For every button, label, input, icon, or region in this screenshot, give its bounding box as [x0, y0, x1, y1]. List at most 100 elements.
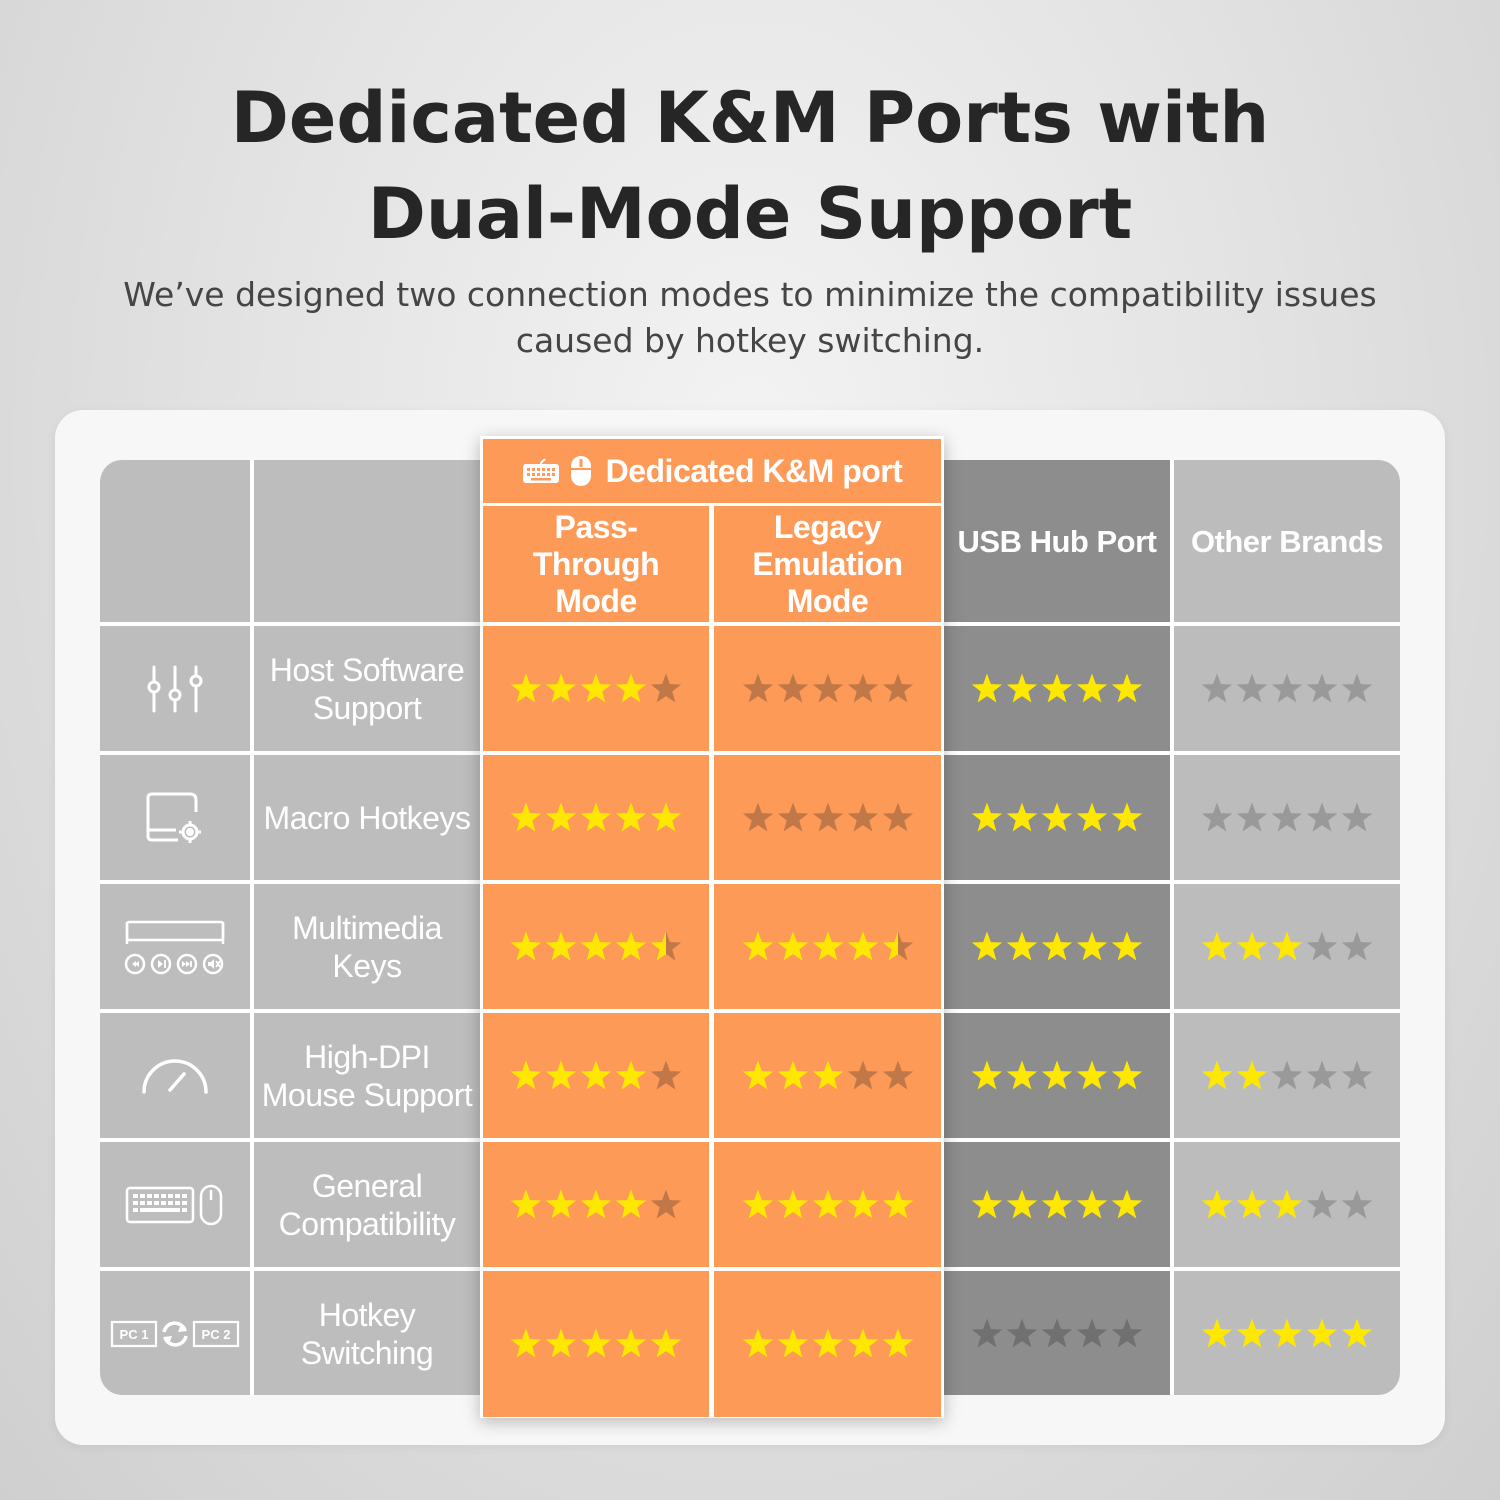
star-filled-icon: [650, 802, 682, 831]
star-filled-icon: [971, 802, 1003, 831]
rating-cell-legacy: [714, 755, 941, 880]
rating-cell-pass-through: [483, 1271, 709, 1417]
star-empty-icon: [882, 802, 913, 831]
column-header-legacy: Legacy Emulation Mode: [714, 506, 941, 622]
star-filled-icon: [812, 1060, 843, 1089]
star-filled-icon: [1076, 673, 1108, 702]
star-empty-icon: [1006, 1318, 1038, 1347]
rating-cell-pass-through: [483, 1142, 709, 1267]
star-empty-icon: [650, 1060, 682, 1089]
star-empty-icon: [1236, 673, 1268, 702]
star-filled-icon: [1271, 1318, 1303, 1347]
rating-stars-usb: [970, 801, 1144, 835]
star-filled-icon: [1006, 673, 1038, 702]
star-empty-icon: [812, 802, 843, 831]
star-filled-icon: [1076, 931, 1108, 960]
star-filled-icon: [1111, 931, 1143, 960]
star-filled-icon: [812, 1328, 843, 1358]
star-empty-icon: [1341, 802, 1373, 831]
star-filled-icon: [510, 1189, 542, 1218]
star-filled-icon: [510, 802, 542, 831]
rating-cell-other: [1174, 626, 1400, 751]
page-subtitle: We’ve designed two connection modes to m…: [0, 272, 1500, 364]
rating-cell-legacy: [714, 1271, 941, 1417]
rating-stars-usb: [970, 1317, 1144, 1351]
row-icon-cell: [100, 1142, 250, 1267]
star-filled-icon: [615, 673, 647, 702]
rating-cell-other: [1174, 1013, 1400, 1138]
row-icon-cell: [100, 626, 250, 751]
star-filled-icon: [580, 673, 612, 702]
mouse-icon: [570, 455, 592, 487]
star-filled-icon: [510, 931, 542, 960]
star-empty-icon: [777, 673, 808, 702]
star-filled-icon: [1236, 1318, 1268, 1347]
star-empty-icon: [650, 1189, 682, 1218]
star-filled-icon: [1041, 1189, 1073, 1218]
star-filled-icon: [580, 1189, 612, 1218]
rating-stars-usb: [970, 930, 1144, 964]
star-filled-icon: [1041, 1060, 1073, 1089]
rating-stars-legacy: [741, 1188, 915, 1222]
rating-stars-legacy: [741, 1327, 915, 1361]
column-header-usb: USB Hub Port: [944, 460, 1170, 622]
row-icon-cell: [100, 884, 250, 1009]
speedometer-icon: [140, 1056, 210, 1096]
star-filled-icon: [1111, 1189, 1143, 1218]
star-empty-icon: [1306, 673, 1338, 702]
star-filled-icon: [742, 1328, 773, 1358]
star-filled-icon: [1201, 1189, 1233, 1218]
star-filled-icon: [1201, 1318, 1233, 1347]
subtitle-line-2: caused by hotkey switching.: [515, 321, 985, 360]
star-filled-icon: [847, 1189, 878, 1218]
star-empty-icon: [1271, 1060, 1303, 1089]
star-empty-icon: [812, 673, 843, 702]
rating-stars-legacy: [741, 801, 915, 835]
star-filled-icon: [1271, 1189, 1303, 1218]
rating-stars-pass-through: [509, 1327, 683, 1361]
star-filled-icon: [545, 1328, 577, 1358]
header-blank-icon-cell: [100, 460, 250, 622]
star-empty-icon: [847, 1060, 878, 1089]
star-filled-icon: [971, 931, 1003, 960]
macro-settings-icon: [142, 790, 208, 846]
media-keys-icon: [123, 918, 227, 976]
star-filled-icon: [1236, 931, 1268, 960]
star-filled-icon: [1076, 802, 1108, 831]
star-filled-icon: [1236, 1189, 1268, 1218]
keyboard-mouse-icon: [125, 1184, 225, 1226]
pc2-label: PC 2: [202, 1327, 231, 1342]
star-filled-icon: [545, 931, 577, 960]
star-empty-icon: [650, 673, 682, 702]
star-filled-icon: [1201, 931, 1233, 960]
star-filled-icon: [545, 802, 577, 831]
star-empty-icon: [1341, 1189, 1373, 1218]
dedicated-port-group: Dedicated K&M port Pass-Through Mode Leg…: [480, 436, 944, 1418]
star-empty-icon: [1201, 802, 1233, 831]
star-empty-icon: [971, 1318, 1003, 1347]
rating-cell-legacy: [714, 1142, 941, 1267]
star-filled-icon: [882, 1328, 913, 1358]
rating-cell-other: [1174, 884, 1400, 1009]
rating-stars-usb: [970, 1188, 1144, 1222]
star-filled-icon: [615, 931, 647, 960]
star-empty-icon: [742, 673, 773, 702]
rating-cell-pass-through: [483, 755, 709, 880]
column-header-other-label: Other Brands: [1190, 523, 1384, 559]
star-empty-icon: [847, 673, 878, 702]
star-empty-icon: [1341, 931, 1373, 960]
row-label: Macro Hotkeys: [263, 799, 471, 836]
rating-stars-other: [1200, 1317, 1374, 1351]
star-empty-icon: [1306, 1060, 1338, 1089]
star-empty-icon: [1111, 1318, 1143, 1347]
rating-cell-usb: [944, 755, 1170, 880]
rating-stars-usb: [970, 1059, 1144, 1093]
star-empty-icon: [882, 673, 913, 702]
rating-stars-usb: [970, 672, 1144, 706]
row-label: High-DPI Mouse Support: [261, 1038, 473, 1113]
group-header: Dedicated K&M port: [483, 439, 941, 503]
star-filled-icon: [1271, 931, 1303, 960]
star-empty-icon: [1236, 802, 1268, 831]
star-filled-icon: [580, 1328, 612, 1358]
star-empty-icon: [1306, 931, 1338, 960]
